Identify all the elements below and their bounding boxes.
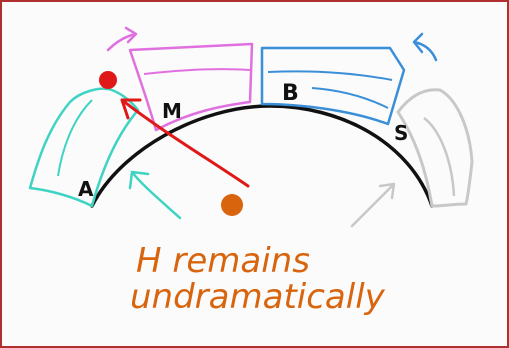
segment-m-inner bbox=[143, 68, 251, 75]
segment-m bbox=[128, 42, 254, 132]
red-arrow bbox=[120, 98, 250, 188]
magenta-arrow bbox=[106, 26, 138, 52]
label-s: S bbox=[394, 121, 408, 145]
segment-a-inner bbox=[57, 99, 93, 177]
base-arc bbox=[90, 104, 434, 208]
label-b: B bbox=[282, 81, 299, 106]
caption-line-2: undramatically bbox=[130, 277, 386, 317]
segment-b-inner-1 bbox=[267, 70, 393, 81]
red-dot bbox=[99, 71, 117, 89]
cyan-arrow bbox=[128, 170, 182, 220]
orange-dot bbox=[221, 194, 243, 216]
label-a: A bbox=[78, 177, 94, 201]
grey-arrow bbox=[350, 182, 396, 228]
segment-s-inner bbox=[423, 117, 456, 197]
segment-b-inner-2 bbox=[311, 87, 389, 109]
blue-arrow bbox=[412, 32, 438, 62]
caption-line-1: H remains bbox=[136, 241, 310, 281]
segment-s bbox=[396, 88, 474, 208]
label-m: M bbox=[162, 99, 182, 123]
segment-b bbox=[260, 46, 406, 126]
